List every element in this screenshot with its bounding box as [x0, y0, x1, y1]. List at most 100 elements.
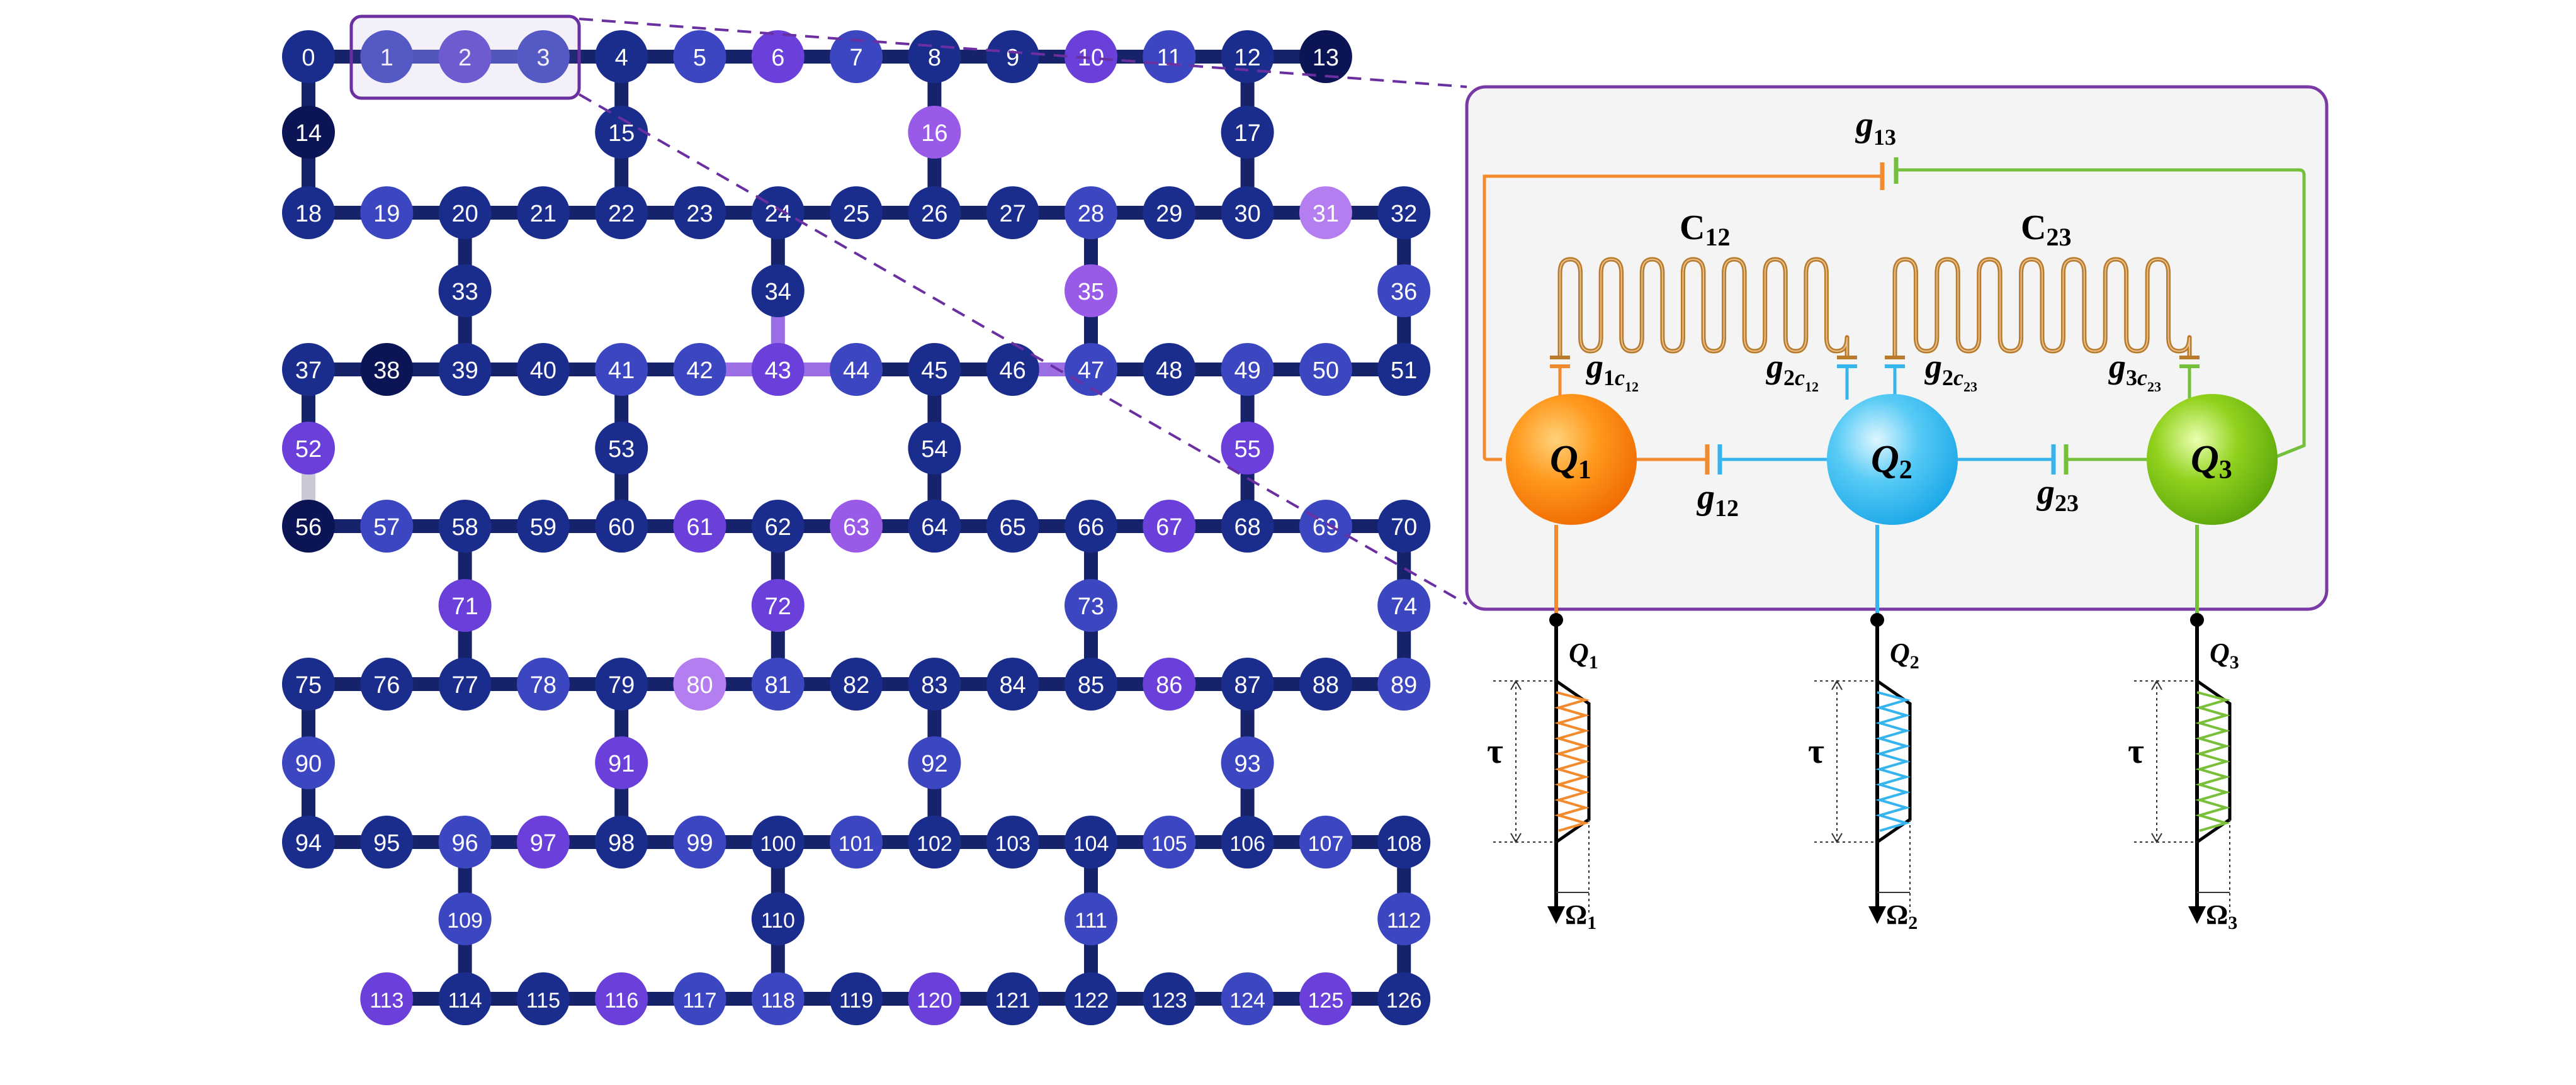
qubit-node-83 — [908, 658, 961, 711]
zoom-line-top — [579, 18, 1467, 88]
tau-label: τ — [1487, 732, 1503, 771]
qubit-node-79 — [595, 658, 648, 711]
qubit-label-116: 116 — [604, 989, 638, 1013]
qubit-label-124: 124 — [1229, 989, 1265, 1013]
qubit-label-121: 121 — [995, 989, 1031, 1013]
qubit-node-33 — [438, 264, 492, 317]
qubit-label-18: 18 — [295, 201, 322, 227]
qubit-label-125: 125 — [1308, 989, 1344, 1013]
qubit-node-124 — [1221, 972, 1274, 1025]
qubit-node-56 — [282, 500, 335, 553]
qubit-label-107: 107 — [1308, 832, 1344, 856]
tau-label: τ — [2128, 732, 2144, 771]
qubit-lattice: 0123456789101112131415161718192021222324… — [282, 30, 1431, 1025]
qubit-label-111: 111 — [1075, 909, 1107, 933]
qubit-label-16: 16 — [921, 120, 947, 147]
qubit-node-30 — [1221, 186, 1274, 239]
qubit-label-47: 47 — [1078, 357, 1104, 384]
qubit-node-48 — [1143, 343, 1196, 396]
qubit-node-3 — [516, 30, 570, 83]
qubit-label-71: 71 — [451, 593, 478, 620]
omega-label: Ω1 — [1565, 899, 1596, 933]
qubit-label-115: 115 — [526, 989, 560, 1013]
qubit-node-93 — [1221, 736, 1274, 789]
qubit-label-15: 15 — [608, 120, 635, 147]
zoom-selection-box — [349, 14, 581, 100]
qubit-node-23 — [673, 186, 726, 239]
tau-arrow-down — [2151, 833, 2162, 844]
qubit-label-2: 2 — [458, 45, 472, 71]
qubit-node-126 — [1377, 972, 1431, 1025]
qubit-label-44: 44 — [843, 357, 869, 384]
qubit-node-9 — [986, 30, 1039, 83]
qubit-node-96 — [438, 816, 492, 869]
qubit-label-72: 72 — [765, 593, 791, 620]
tau-arrow-up — [1510, 679, 1522, 690]
qubit-label-75: 75 — [295, 672, 322, 699]
g2c23-label: g2c23 — [1924, 347, 1977, 395]
qubit-node-67 — [1143, 500, 1196, 553]
qubit-label-14: 14 — [295, 120, 322, 147]
q3-sphere — [2147, 394, 2278, 525]
qubit-label-51: 51 — [1391, 357, 1417, 384]
qubit-node-120 — [908, 972, 961, 1025]
qubit-label-30: 30 — [1234, 201, 1260, 227]
tau-arrow-up — [1831, 679, 1843, 690]
qubit-label-117: 117 — [682, 989, 716, 1013]
qubit-node-91 — [595, 736, 648, 789]
q3-label: Q3 — [2191, 438, 2232, 485]
drive-axis-arrow — [1868, 906, 1886, 924]
qubit-node-117 — [673, 972, 726, 1025]
qubit-node-15 — [595, 106, 648, 159]
qubit-node-51 — [1377, 343, 1431, 396]
qubit-label-50: 50 — [1313, 357, 1339, 384]
pulse-oscillation — [2195, 691, 2231, 832]
qubit-label-110: 110 — [761, 909, 795, 933]
qubit-label-61: 61 — [686, 514, 713, 541]
qubit-node-49 — [1221, 343, 1274, 396]
qubit-label-59: 59 — [530, 514, 556, 541]
qubit-label-9: 9 — [1006, 45, 1019, 71]
qubit-label-62: 62 — [765, 514, 791, 541]
qubit-label-19: 19 — [373, 201, 400, 227]
qubit-node-72 — [751, 579, 805, 632]
qubit-node-34 — [751, 264, 805, 317]
qubit-label-122: 122 — [1073, 989, 1109, 1013]
c12-coupler-meander-highlight — [1559, 258, 1848, 357]
qubit-node-32 — [1377, 186, 1431, 239]
qubit-node-70 — [1377, 500, 1431, 553]
qubit-label-67: 67 — [1156, 514, 1182, 541]
qubit-label-53: 53 — [608, 436, 635, 463]
qubit-node-102 — [908, 816, 961, 869]
qubit-node-68 — [1221, 500, 1274, 553]
c23-label: C23 — [2021, 208, 2071, 251]
qubit-node-36 — [1377, 264, 1431, 317]
qubit-node-16 — [908, 106, 961, 159]
qubit-node-7 — [830, 30, 883, 83]
qubit-label-7: 7 — [850, 45, 863, 71]
qubit-label-22: 22 — [608, 201, 635, 227]
qubit-label-92: 92 — [921, 751, 947, 777]
qubit-label-95: 95 — [373, 830, 400, 857]
qubit-label-64: 64 — [921, 514, 947, 541]
qubit-label-103: 103 — [995, 832, 1031, 856]
qubit-label-99: 99 — [686, 830, 713, 857]
qubit-node-19 — [360, 186, 414, 239]
qubit-label-94: 94 — [295, 830, 322, 857]
qubit-label-29: 29 — [1156, 201, 1182, 227]
qubit-node-53 — [595, 422, 648, 475]
qubit-node-86 — [1143, 658, 1196, 711]
qubit-label-85: 85 — [1078, 672, 1104, 699]
qubit-label-73: 73 — [1078, 593, 1104, 620]
qubit-label-87: 87 — [1234, 672, 1260, 699]
qubit-label-60: 60 — [608, 514, 635, 541]
qubit-label-68: 68 — [1234, 514, 1260, 541]
qubit-label-88: 88 — [1313, 672, 1339, 699]
qubit-label-101: 101 — [839, 832, 874, 856]
qubit-label-102: 102 — [917, 832, 952, 856]
g12-label: g12 — [1696, 478, 1739, 522]
qubit-label-13: 13 — [1313, 45, 1339, 71]
qubit-label-0: 0 — [302, 45, 315, 71]
